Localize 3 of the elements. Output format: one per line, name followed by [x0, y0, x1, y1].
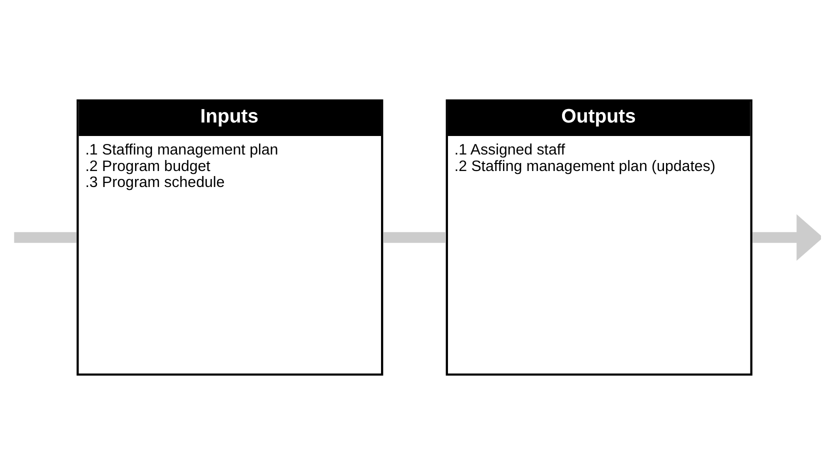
- connector: [383, 232, 446, 243]
- arrow: [752, 214, 821, 261]
- connector: [14, 232, 77, 243]
